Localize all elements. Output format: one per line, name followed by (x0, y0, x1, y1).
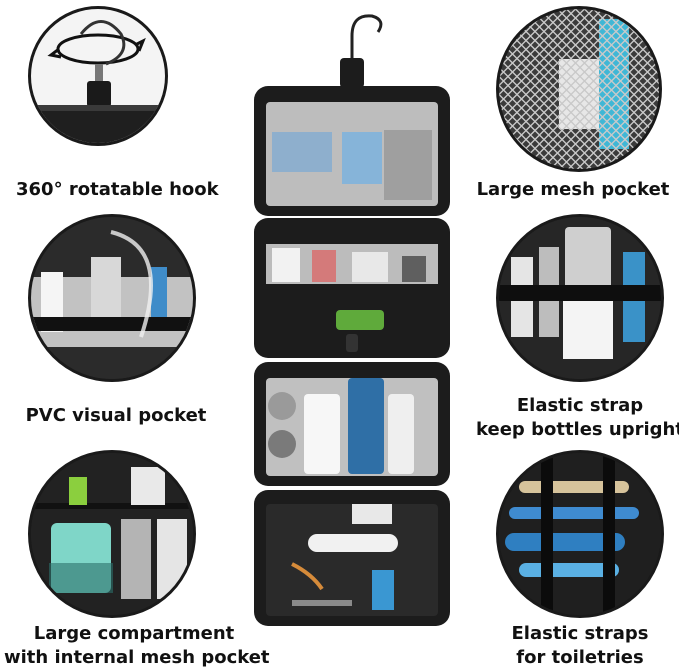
elastic-strap-image (496, 214, 664, 382)
hook-caption: 360° rotatable hook (16, 179, 219, 200)
compartment-image (28, 450, 196, 618)
elastic-strap-caption: Elastic strap keep bottles upright (476, 395, 679, 440)
hanging-hook (350, 14, 383, 64)
toiletries-straps-image (496, 450, 664, 618)
hook-closeup-image (28, 6, 168, 146)
mesh-pocket-caption: Large mesh pocket (476, 179, 670, 200)
toiletries-straps-caption: Elastic straps for toiletries (511, 623, 649, 668)
pvc-pocket-image (28, 214, 196, 382)
compartment-caption: Large compartment with internal mesh poc… (4, 623, 270, 668)
mesh-pocket-image (496, 6, 662, 172)
pvc-pocket-caption: PVC visual pocket (25, 405, 207, 426)
toiletry-bag-image (252, 4, 452, 654)
